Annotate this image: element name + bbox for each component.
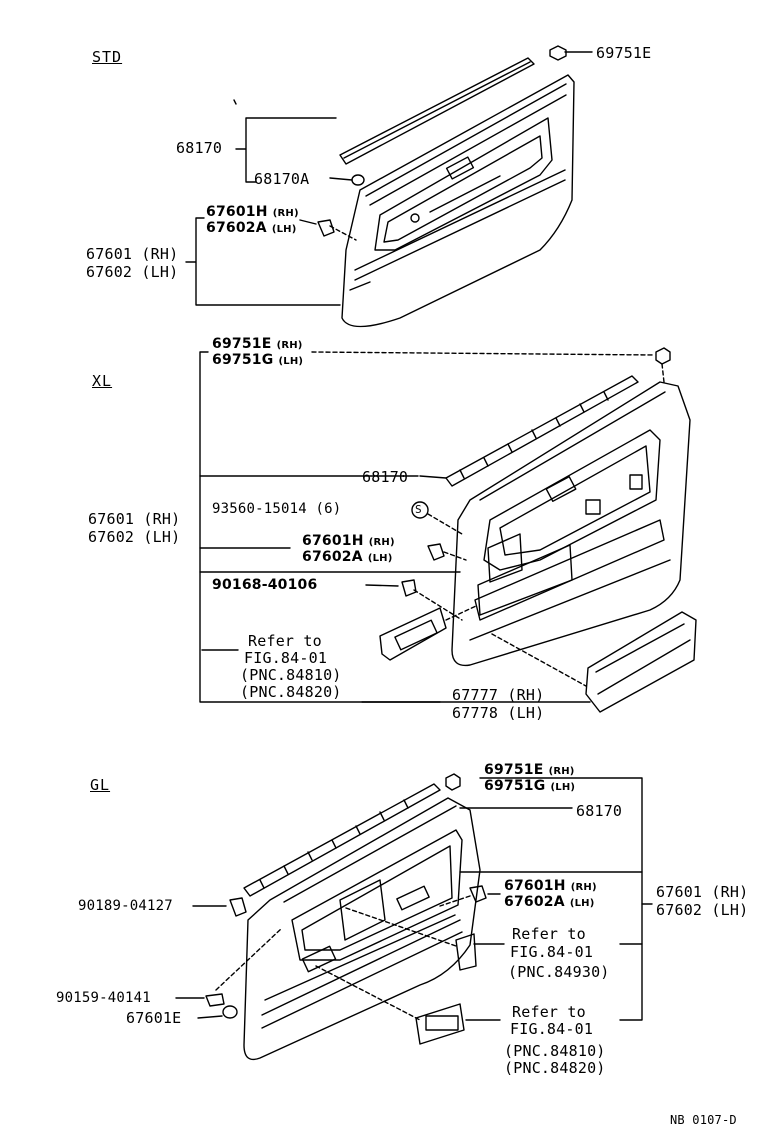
std-fastener xyxy=(317,219,335,237)
xl-refer-line2: FIG.84-01 xyxy=(244,649,328,667)
xl-refer-line3: (PNC.84810) xyxy=(240,666,342,684)
xl-screw-marker xyxy=(411,501,429,519)
gl-label-67601h: 67601H (RH) xyxy=(504,878,597,896)
std-door-assembly xyxy=(185,45,593,328)
section-gl: GL xyxy=(90,776,111,794)
gl-refer-b-line3: (PNC.84810) xyxy=(504,1042,606,1060)
xl-label-69751e: 69751E (RH) xyxy=(212,336,303,354)
gl-clip-90189 xyxy=(229,897,247,917)
std-67601h-side: (RH) xyxy=(272,208,299,219)
std-trim-panel xyxy=(341,74,575,328)
xl-label-68170: 68170 xyxy=(362,468,409,486)
gl-label-68170: 68170 xyxy=(576,802,623,820)
std-label-68170: 68170 xyxy=(176,139,223,157)
gl-label-69751e: 69751E (RH) xyxy=(484,762,575,780)
xl-69751e-code: 69751E xyxy=(212,336,272,352)
xl-67602a-code: 67602A xyxy=(302,549,363,565)
gl-label-90189: 90189-04127 xyxy=(78,898,173,914)
xl-69751g-code: 69751G xyxy=(212,352,274,368)
section-std: STD xyxy=(92,48,123,66)
std-67602a-side: (LH) xyxy=(271,224,297,235)
gl-69751e-side: (RH) xyxy=(548,766,575,777)
gl-trim-panel xyxy=(243,797,481,1061)
xl-label-90168: 90168-40106 xyxy=(212,577,318,593)
gl-69751e-code: 69751E xyxy=(484,762,544,778)
std-label-67602a: 67602A (LH) xyxy=(206,220,297,238)
gl-label-67601: 67601 (RH) xyxy=(656,883,749,901)
xl-69751g-side: (LH) xyxy=(278,356,304,367)
std-label-69751e: 69751E xyxy=(596,44,652,62)
xl-refer-line1: Refer to xyxy=(248,632,322,650)
gl-cap-67601e xyxy=(222,1005,238,1019)
figure-code: NB 0107-D xyxy=(670,1113,737,1127)
gl-refer-a-line3: (PNC.84930) xyxy=(508,963,610,981)
std-67601h-code: 67601H xyxy=(206,204,268,220)
gl-67602a-code: 67602A xyxy=(504,894,565,910)
gl-clip-69751 xyxy=(445,773,461,791)
std-label-67601h: 67601H (RH) xyxy=(206,204,299,222)
gl-label-67602a: 67602A (LH) xyxy=(504,894,595,912)
xl-label-67601h: 67601H (RH) xyxy=(302,533,395,551)
xl-clip-69751 xyxy=(655,347,671,365)
gl-label-90159: 90159-40141 xyxy=(56,990,151,1006)
xl-trim-panel xyxy=(451,381,691,667)
xl-fastener xyxy=(427,543,445,561)
gl-67601h-code: 67601H xyxy=(504,878,566,894)
xl-label-67601: 67601 (RH) xyxy=(88,510,181,528)
std-67602a-code: 67602A xyxy=(206,220,267,236)
xl-label-67777: 67777 (RH) xyxy=(452,686,545,704)
xl-label-93560: 93560-15014 (6) xyxy=(212,501,342,517)
xl-69751e-side: (RH) xyxy=(276,340,303,351)
gl-refer-b-line2: FIG.84-01 xyxy=(510,1020,594,1038)
gl-screw-90159 xyxy=(205,993,225,1007)
gl-label-67601e: 67601E xyxy=(126,1009,182,1027)
gl-door-assembly xyxy=(175,773,653,1061)
gl-switch-84810 xyxy=(415,1003,465,1045)
gl-label-67602: 67602 (LH) xyxy=(656,901,749,919)
xl-label-67602: 67602 (LH) xyxy=(88,528,181,546)
xl-refer-line4: (PNC.84820) xyxy=(240,683,342,701)
gl-label-69751g: 69751G (LH) xyxy=(484,778,575,796)
xl-armrest xyxy=(585,611,697,713)
gl-switch-84930 xyxy=(455,933,477,971)
xl-label-67602a: 67602A (LH) xyxy=(302,549,393,567)
std-label-68170a: 68170A xyxy=(254,170,310,188)
xl-label-67778: 67778 (LH) xyxy=(452,704,545,722)
xl-switch xyxy=(379,607,447,661)
xl-screw-90168 xyxy=(401,579,417,597)
xl-belt-moulding xyxy=(445,375,639,487)
gl-belt-moulding xyxy=(243,783,441,897)
std-label-67602: 67602 (LH) xyxy=(86,263,179,281)
gl-69751g-side: (LH) xyxy=(550,782,576,793)
section-xl: XL xyxy=(92,372,113,390)
xl-door-assembly xyxy=(199,347,697,713)
std-clip-68170a xyxy=(351,174,365,186)
gl-refer-b-line4: (PNC.84820) xyxy=(504,1059,606,1077)
gl-refer-a-line1: Refer to xyxy=(512,925,586,943)
gl-67602a-side: (LH) xyxy=(569,898,595,909)
gl-refer-b-line1: Refer to xyxy=(512,1003,586,1021)
gl-69751g-code: 69751G xyxy=(484,778,546,794)
xl-67602a-side: (LH) xyxy=(367,553,393,564)
std-belt-moulding xyxy=(339,57,535,165)
xl-s-mark: S xyxy=(415,503,422,516)
xl-label-69751g: 69751G (LH) xyxy=(212,352,303,370)
gl-fastener-67601h xyxy=(469,885,487,903)
xl-67601h-code: 67601H xyxy=(302,533,364,549)
gl-67601h-side: (RH) xyxy=(570,882,597,893)
gl-refer-a-line2: FIG.84-01 xyxy=(510,943,594,961)
std-label-67601: 67601 (RH) xyxy=(86,245,179,263)
std-clip-69751e xyxy=(549,45,567,61)
xl-67601h-side: (RH) xyxy=(368,537,395,548)
